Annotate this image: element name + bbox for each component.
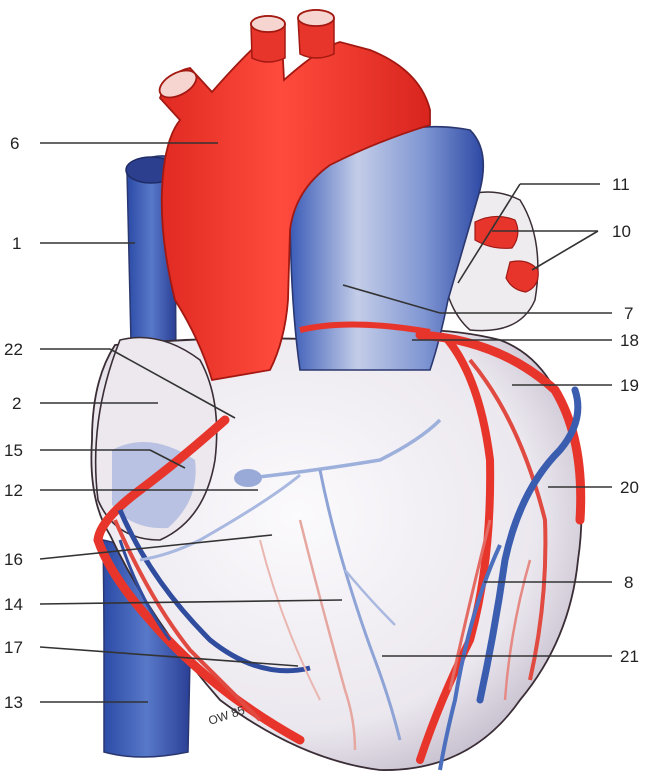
label-15: 15 [4, 441, 23, 460]
label-13: 13 [4, 693, 23, 712]
label-1: 1 [12, 234, 21, 253]
label-6: 6 [10, 134, 19, 153]
label-16: 16 [4, 550, 23, 569]
label-10: 10 [612, 222, 631, 241]
label-22: 22 [4, 340, 23, 359]
artist-signature: OW 85 [207, 703, 247, 728]
label-21: 21 [620, 647, 639, 666]
label-8: 8 [624, 573, 633, 592]
label-14: 14 [4, 595, 23, 614]
label-19: 19 [620, 376, 639, 395]
label-18: 18 [620, 331, 639, 350]
label-20: 20 [620, 478, 639, 497]
leader-10b [532, 231, 598, 270]
label-2: 2 [12, 394, 21, 413]
label-17: 17 [4, 638, 23, 657]
label-12: 12 [4, 481, 23, 500]
label-11: 11 [612, 175, 630, 194]
conus-vein [234, 469, 262, 487]
label-7: 7 [624, 304, 633, 323]
